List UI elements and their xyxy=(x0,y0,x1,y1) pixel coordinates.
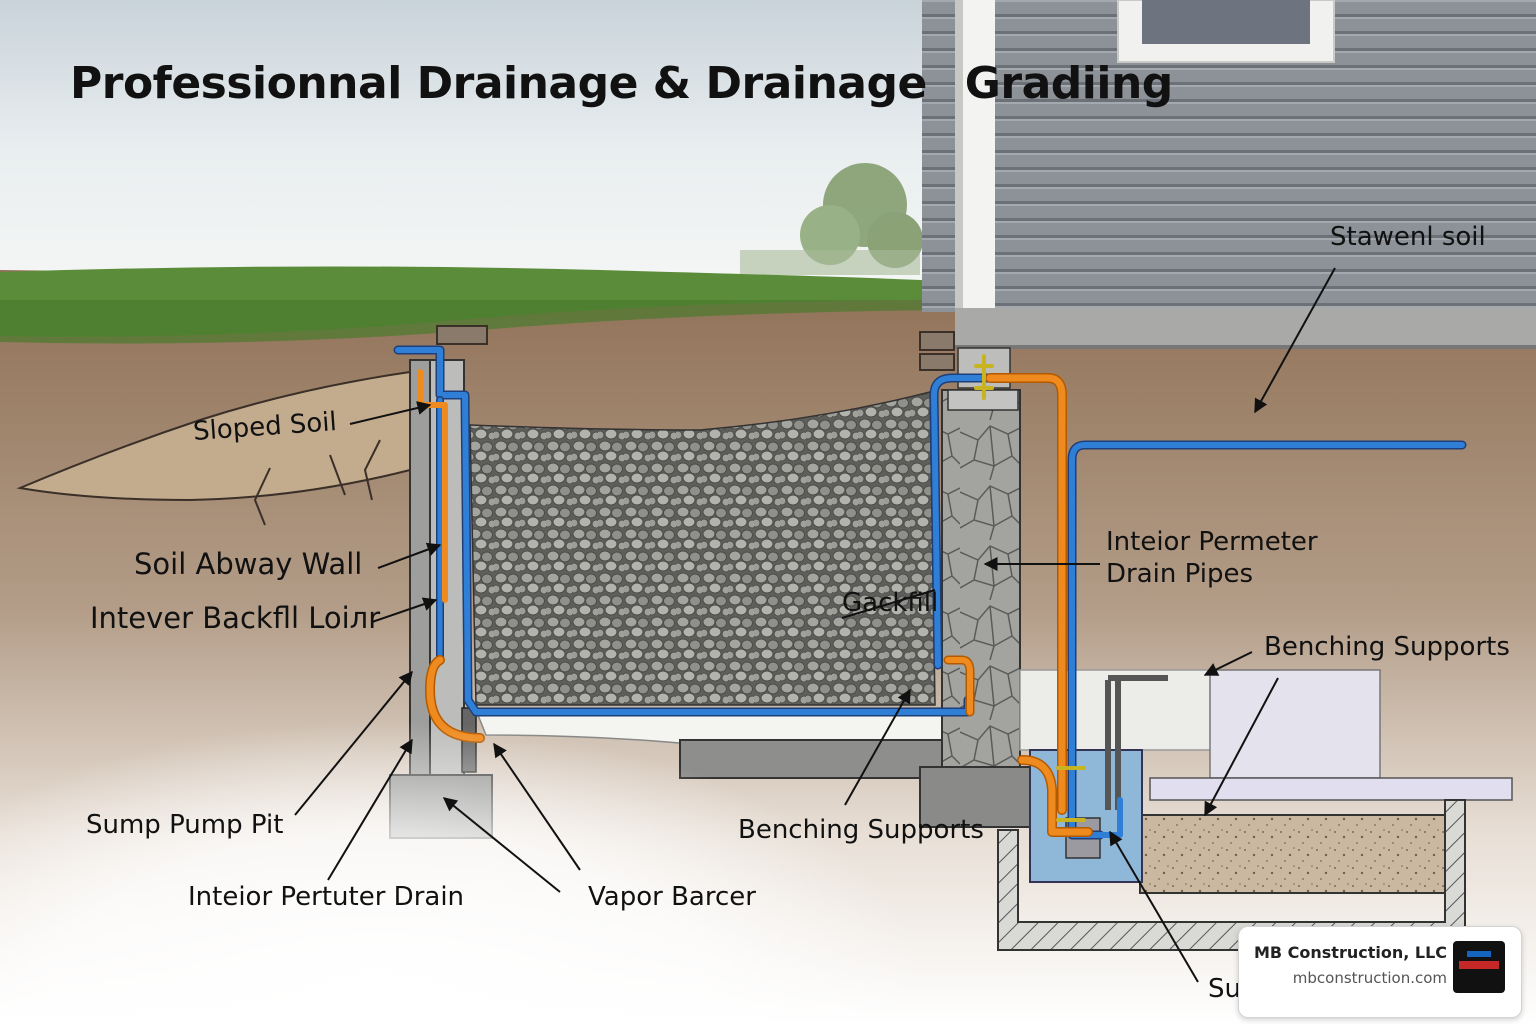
label-intever-backfill: Intever Backfll Loiлr xyxy=(90,601,381,635)
company-url: mbconstruction.com xyxy=(1292,969,1447,987)
leader-soil-abway-wall xyxy=(377,542,442,569)
leader-pertuter-drain xyxy=(327,738,413,881)
label-interior-perimeter-line2: Drain Pipes xyxy=(1106,559,1253,589)
leader-sump-pit xyxy=(294,670,413,816)
leader-benching-right xyxy=(1203,651,1253,676)
interior-slab xyxy=(1149,777,1513,801)
title-part-2: Gradiing xyxy=(964,58,1174,109)
label-interior-pertuter-drain: Inteior Pertuter Drain xyxy=(188,882,465,912)
leader-vapor-2 xyxy=(493,742,581,871)
label-interior-perimeter-line1: Inteior Permeter xyxy=(1106,527,1318,557)
leader-su xyxy=(1109,830,1199,983)
label-vapor-barcer: Vapor Barcer xyxy=(588,882,756,912)
company-logo-icon xyxy=(1453,941,1505,993)
diagram-title: Professionnal Drainage & Drainage Gradiin… xyxy=(70,58,1173,109)
leader-sloped-soil xyxy=(349,401,432,425)
leader-benching-right-2 xyxy=(1204,677,1279,817)
label-soil-abway-wall: Soil Abway Wall xyxy=(134,547,363,581)
label-sump-pump-pit: Sump Pump Pit xyxy=(86,810,284,840)
bottom-fade xyxy=(0,520,1000,1024)
background-trees xyxy=(740,163,923,275)
leader-stawenl-soil xyxy=(1254,267,1336,414)
label-benching-supports-center: Benching Supports xyxy=(738,815,984,845)
title-part-1: Professionnal Drainage & Drainage xyxy=(70,58,927,109)
leader-benching-center xyxy=(844,688,911,806)
leader-lines xyxy=(294,267,1336,983)
sub-base xyxy=(1139,814,1446,894)
label-su-partial: Su xyxy=(1208,974,1241,1004)
house-foundation xyxy=(955,308,1536,348)
company-badge: MB Construction, LLC mbconstruction.com xyxy=(1238,926,1522,1018)
label-interior-perimeter: Inteior Permeter Drain Pipes xyxy=(1106,526,1318,590)
leader-intever-backfill xyxy=(371,597,438,623)
leader-gackfill xyxy=(841,589,936,619)
leader-vapor-1 xyxy=(442,797,561,893)
company-name: MB Construction, LLC xyxy=(1253,943,1447,962)
label-benching-supports-right: Benching Supports xyxy=(1264,632,1510,662)
label-stawenl-soil: Stawenl soil xyxy=(1330,222,1486,252)
label-gackfill: Gackfill xyxy=(842,588,939,618)
